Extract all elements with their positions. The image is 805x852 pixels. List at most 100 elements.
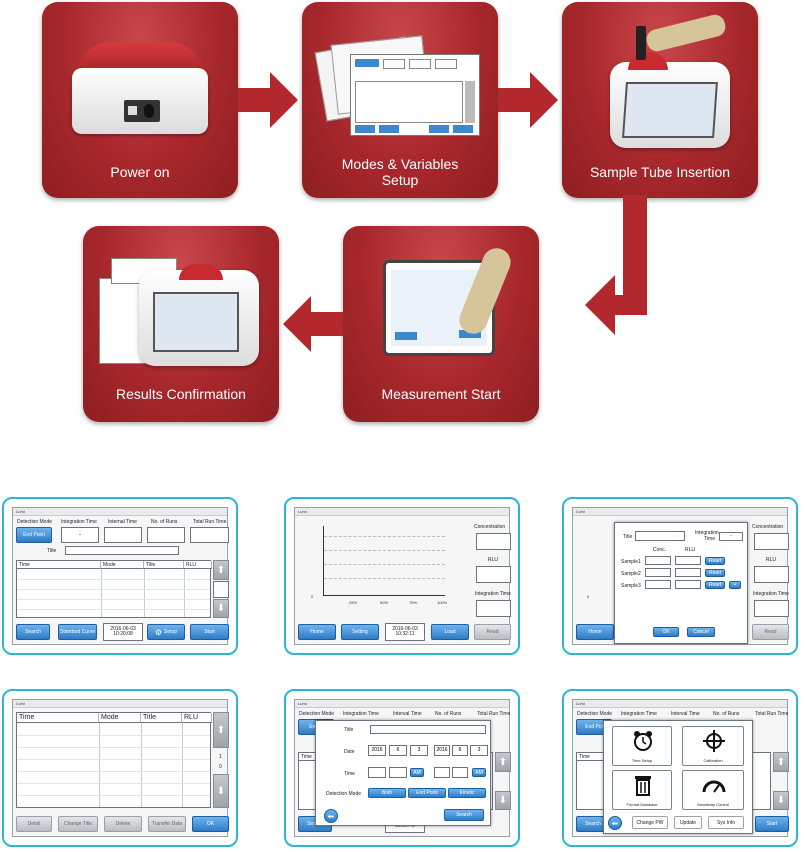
to-month-field[interactable]: 6	[452, 745, 468, 756]
time-text: 10:32:11	[395, 631, 415, 637]
tick-25: 25%	[349, 600, 358, 605]
search-button[interactable]: Search	[444, 809, 484, 821]
sample2-rlu[interactable]	[675, 568, 701, 577]
app-window: Lumi Concentration RLU Integration Time …	[572, 507, 789, 645]
header-integration-time: Integration Time	[343, 711, 379, 717]
sample3-read-button[interactable]: Read	[705, 581, 725, 589]
bg-concentration-field	[754, 533, 789, 550]
setup-label: Setup	[164, 629, 178, 635]
from-month-field[interactable]: 6	[389, 745, 407, 756]
from-hour-field[interactable]	[368, 767, 386, 778]
start-button[interactable]: Start	[190, 624, 229, 640]
sensitivity-control-tile[interactable]: Sensitivity Control	[682, 770, 744, 810]
integration-time-label: Integration Time	[475, 591, 511, 597]
sample2-conc[interactable]	[645, 568, 671, 577]
to-hour-field[interactable]	[434, 767, 450, 778]
bg-home-button[interactable]: Home	[576, 624, 614, 640]
update-button[interactable]: Update	[674, 816, 702, 829]
from-minute-field[interactable]	[389, 767, 407, 778]
search-button[interactable]: Search	[16, 624, 50, 640]
search-dialog: Title Date 2016 6 3 2016 6 3 Time AM AM …	[315, 720, 491, 826]
transfer-data-button[interactable]: Transfer Data	[148, 816, 186, 832]
rlu-header: RLU	[685, 547, 696, 553]
back-button[interactable]: ⬅	[324, 809, 338, 823]
end-point-button[interactable]: End Point	[16, 527, 52, 543]
bg-scroll-up-button[interactable]: ⬆	[773, 752, 789, 772]
internal-time-field[interactable]	[104, 527, 142, 543]
time-setup-tile[interactable]: Time Setup	[612, 726, 672, 766]
read-button[interactable]: Read	[474, 624, 511, 640]
to-minute-field[interactable]	[452, 767, 468, 778]
setting-button[interactable]: Setting	[341, 624, 379, 640]
home-button[interactable]: Home	[298, 624, 336, 640]
from-day-field[interactable]: 3	[410, 745, 428, 756]
calibration-tile[interactable]: Calibration	[682, 726, 744, 766]
back-button[interactable]: ⬅	[608, 816, 622, 830]
from-year-field[interactable]: 2016	[368, 745, 386, 756]
from-ampm-button[interactable]: AM	[410, 768, 424, 777]
format-database-tile[interactable]: Format Database	[612, 770, 672, 810]
screenshot-sample-dialog: Lumi Concentration RLU Integration Time …	[562, 497, 798, 655]
dialog-title-input[interactable]	[635, 531, 685, 541]
bg-scroll-down-button[interactable]: ⬇	[773, 791, 789, 810]
mode-kinetic-button[interactable]: Kinetic	[448, 788, 486, 798]
results-table: Time Mode Title RLU	[16, 712, 212, 808]
sample3-rlu[interactable]	[675, 580, 701, 589]
gauge-icon	[702, 780, 726, 793]
sample2-read-button[interactable]: Read	[705, 569, 725, 577]
dialog-cancel-button[interactable]: Cancel	[687, 627, 715, 637]
mode-end-point-button[interactable]: End Point	[408, 788, 446, 798]
scroll-down-button[interactable]: ⬇	[213, 599, 229, 618]
change-pw-button[interactable]: Change PW	[632, 816, 668, 829]
load-button[interactable]: Load	[431, 624, 469, 640]
sample3-conc[interactable]	[645, 580, 671, 589]
add-sample-button[interactable]: +	[729, 581, 741, 589]
header-total-run-time: Total Run Time	[477, 711, 511, 717]
setup-button[interactable]: ⚙ Setup	[147, 624, 185, 640]
delete-button[interactable]: Delete	[104, 816, 142, 832]
integration-time-field[interactable]: -	[61, 527, 99, 543]
step-label: Sample Tube Insertion	[589, 164, 731, 180]
dialog-ok-button[interactable]: OK	[653, 627, 679, 637]
change-title-button[interactable]: Change Title	[58, 816, 98, 832]
screenshot-settings-menu: Lumi Detection Mode Integration Time Int…	[562, 689, 798, 847]
step-label: Results Confirmation	[116, 386, 246, 402]
scroll-up-button[interactable]: ⬆	[213, 712, 229, 748]
total-run-time-field[interactable]	[190, 527, 229, 543]
scroll-up-button[interactable]: ⬆	[213, 560, 229, 580]
header-interval-time: Interval Time	[393, 711, 422, 717]
sample1-rlu[interactable]	[675, 556, 701, 565]
sample1-conc[interactable]	[645, 556, 671, 565]
integration-time-field	[476, 600, 511, 617]
bg-read-button[interactable]: Read	[752, 624, 789, 640]
bg-start-button[interactable]: Start	[755, 816, 789, 832]
standard-curve-button[interactable]: Standard Curve	[58, 624, 97, 640]
step-power-on: Power on	[42, 2, 238, 198]
ok-button[interactable]: OK	[192, 816, 229, 832]
integration-time-field[interactable]: -	[719, 532, 743, 541]
scroll-track[interactable]	[213, 581, 229, 598]
no-of-runs-field[interactable]	[147, 527, 185, 543]
sys-info-button[interactable]: Sys Info	[708, 816, 744, 829]
screenshot-results-list: Lumi Time Mode Title RLU ⬆ 1 0 ⬇ Detail …	[2, 689, 238, 847]
title-input[interactable]	[65, 546, 179, 555]
datetime-display: 2016-06-03 10:32:11	[385, 623, 425, 641]
date-label: Date	[344, 749, 355, 755]
device-illustration	[72, 42, 208, 134]
col-mode: Mode	[101, 561, 144, 569]
to-day-field[interactable]: 3	[470, 745, 488, 756]
to-year-field[interactable]: 2016	[434, 745, 450, 756]
title-input[interactable]	[370, 725, 486, 734]
sample1-read-button[interactable]: Read	[705, 557, 725, 565]
bg-scroll-down-button[interactable]: ⬇	[495, 791, 511, 810]
sample2-label: Sample2	[621, 571, 641, 577]
to-ampm-button[interactable]: AM	[472, 768, 486, 777]
scroll-down-button[interactable]: ⬇	[213, 774, 229, 808]
header-no-of-runs: No. of Runs	[713, 711, 740, 717]
page-total: 0	[219, 764, 222, 770]
detail-button[interactable]: Detail	[16, 816, 52, 832]
bg-scroll-up-button[interactable]: ⬆	[495, 752, 511, 772]
mode-both-button[interactable]: Both	[368, 788, 406, 798]
col-rlu: RLU	[182, 713, 212, 723]
arrow-right-icon	[498, 70, 558, 130]
